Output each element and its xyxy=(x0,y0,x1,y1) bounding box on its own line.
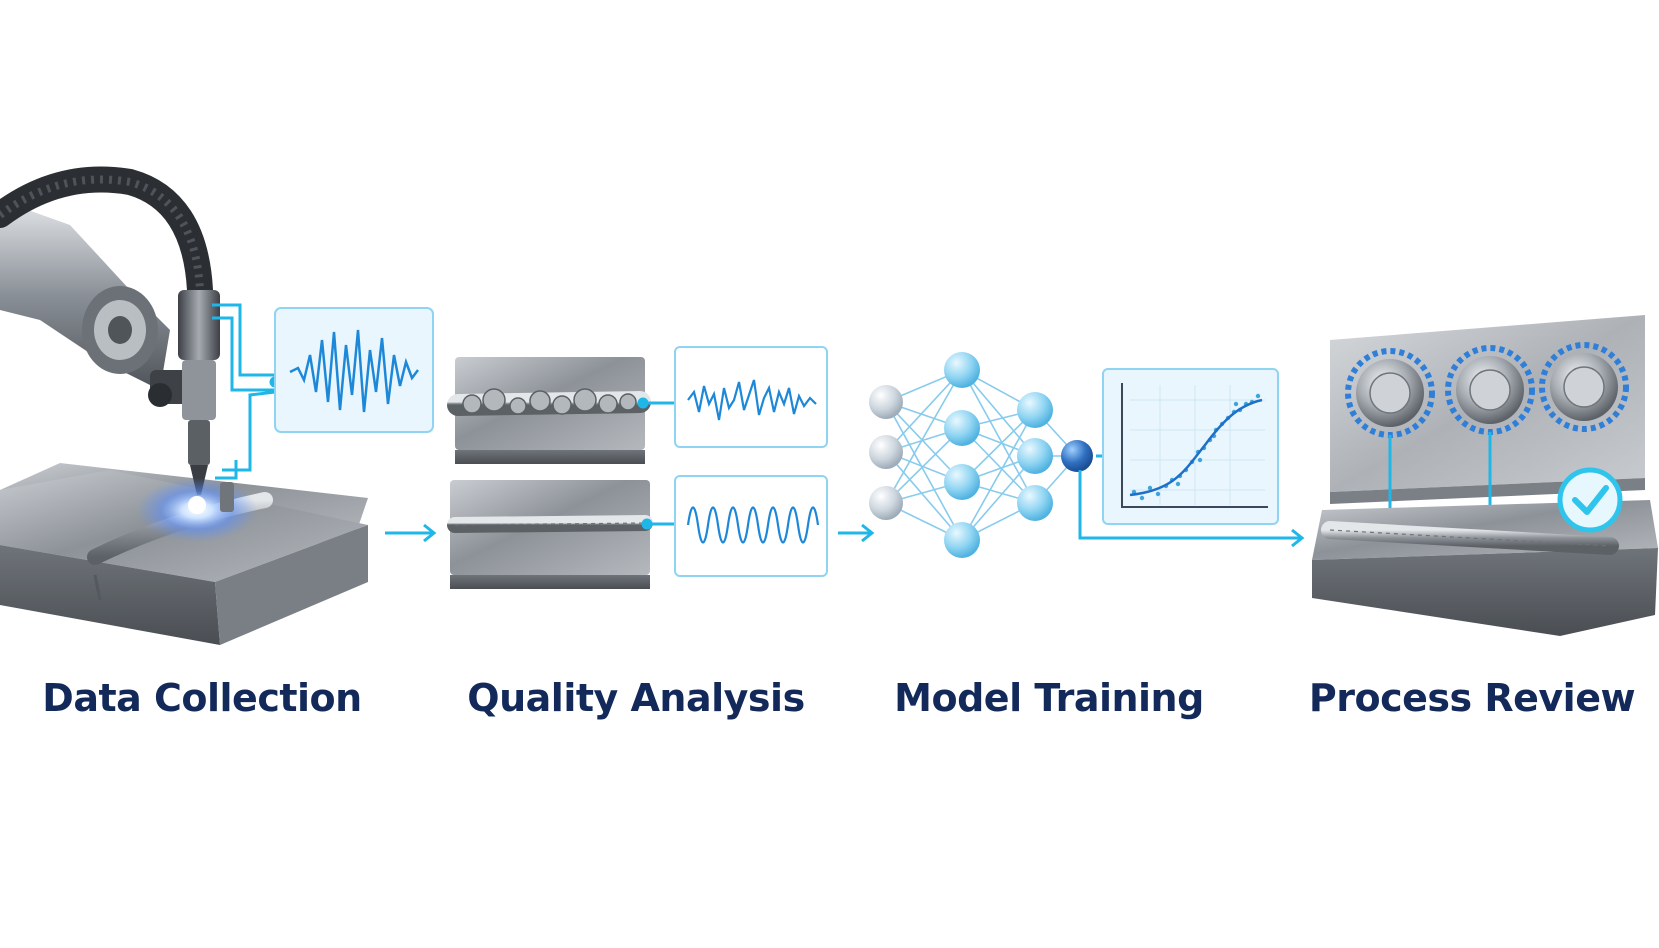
network-edge xyxy=(961,369,1036,504)
scatter-point xyxy=(1139,495,1145,501)
stage-label-process-review: Process Review xyxy=(1308,676,1636,720)
connector-lines xyxy=(1078,454,1305,548)
stage-label-data-collection: Data Collection xyxy=(42,676,362,720)
arrow-right-icon xyxy=(385,523,437,543)
scatter-point xyxy=(1255,393,1261,399)
network-node xyxy=(869,385,903,419)
scatter-point xyxy=(1233,401,1239,407)
network-node xyxy=(1017,392,1053,428)
network-edge xyxy=(885,401,963,541)
good-weld-plate-icon xyxy=(447,480,653,589)
sensor-lines xyxy=(212,303,281,480)
connector-lines xyxy=(637,397,675,530)
waveform-monitor-icon xyxy=(274,307,434,433)
control-knob-icon xyxy=(1445,345,1535,512)
network-node xyxy=(944,410,980,446)
network-node xyxy=(1017,438,1053,474)
network-node xyxy=(1061,440,1093,472)
network-edge xyxy=(885,451,963,541)
control-knob-icon xyxy=(1345,348,1435,515)
network-node xyxy=(944,522,980,558)
network-edge xyxy=(885,401,963,483)
process-review-illustration xyxy=(1312,315,1658,636)
network-node xyxy=(869,435,903,469)
quality-analysis-illustration xyxy=(447,346,875,589)
arrow-right-icon xyxy=(838,523,875,543)
scatter-point xyxy=(1175,481,1181,487)
model-training-illustration xyxy=(869,352,1305,558)
checkmark-icon xyxy=(1557,467,1623,533)
welding-robot-arm-icon xyxy=(0,166,213,407)
network-node xyxy=(944,464,980,500)
fit-curve-chart-icon xyxy=(1102,368,1279,525)
network-node xyxy=(944,352,980,388)
stage-label-quality-analysis: Quality Analysis xyxy=(467,676,805,720)
network-edge xyxy=(885,369,963,453)
finished-weld-plate xyxy=(1312,500,1658,636)
waveform-monitor-icon xyxy=(674,346,828,448)
network-edge xyxy=(961,369,1036,457)
defective-weld-plate-icon xyxy=(447,357,651,464)
data-collection-illustration xyxy=(0,166,437,645)
network-node xyxy=(1017,485,1053,521)
scatter-point xyxy=(1147,485,1153,491)
neural-network-icon xyxy=(869,352,1093,558)
network-edge xyxy=(885,369,963,504)
network-node xyxy=(869,486,903,520)
scatter-point xyxy=(1197,457,1203,463)
welding-torch-spark-icon xyxy=(137,290,257,542)
waveform-monitor-icon xyxy=(674,475,828,577)
network-edge xyxy=(961,409,1036,541)
control-knob-icon xyxy=(1539,342,1629,432)
network-edge xyxy=(961,455,1036,541)
stage-label-model-training: Model Training xyxy=(894,676,1204,720)
scatter-point xyxy=(1155,491,1161,497)
